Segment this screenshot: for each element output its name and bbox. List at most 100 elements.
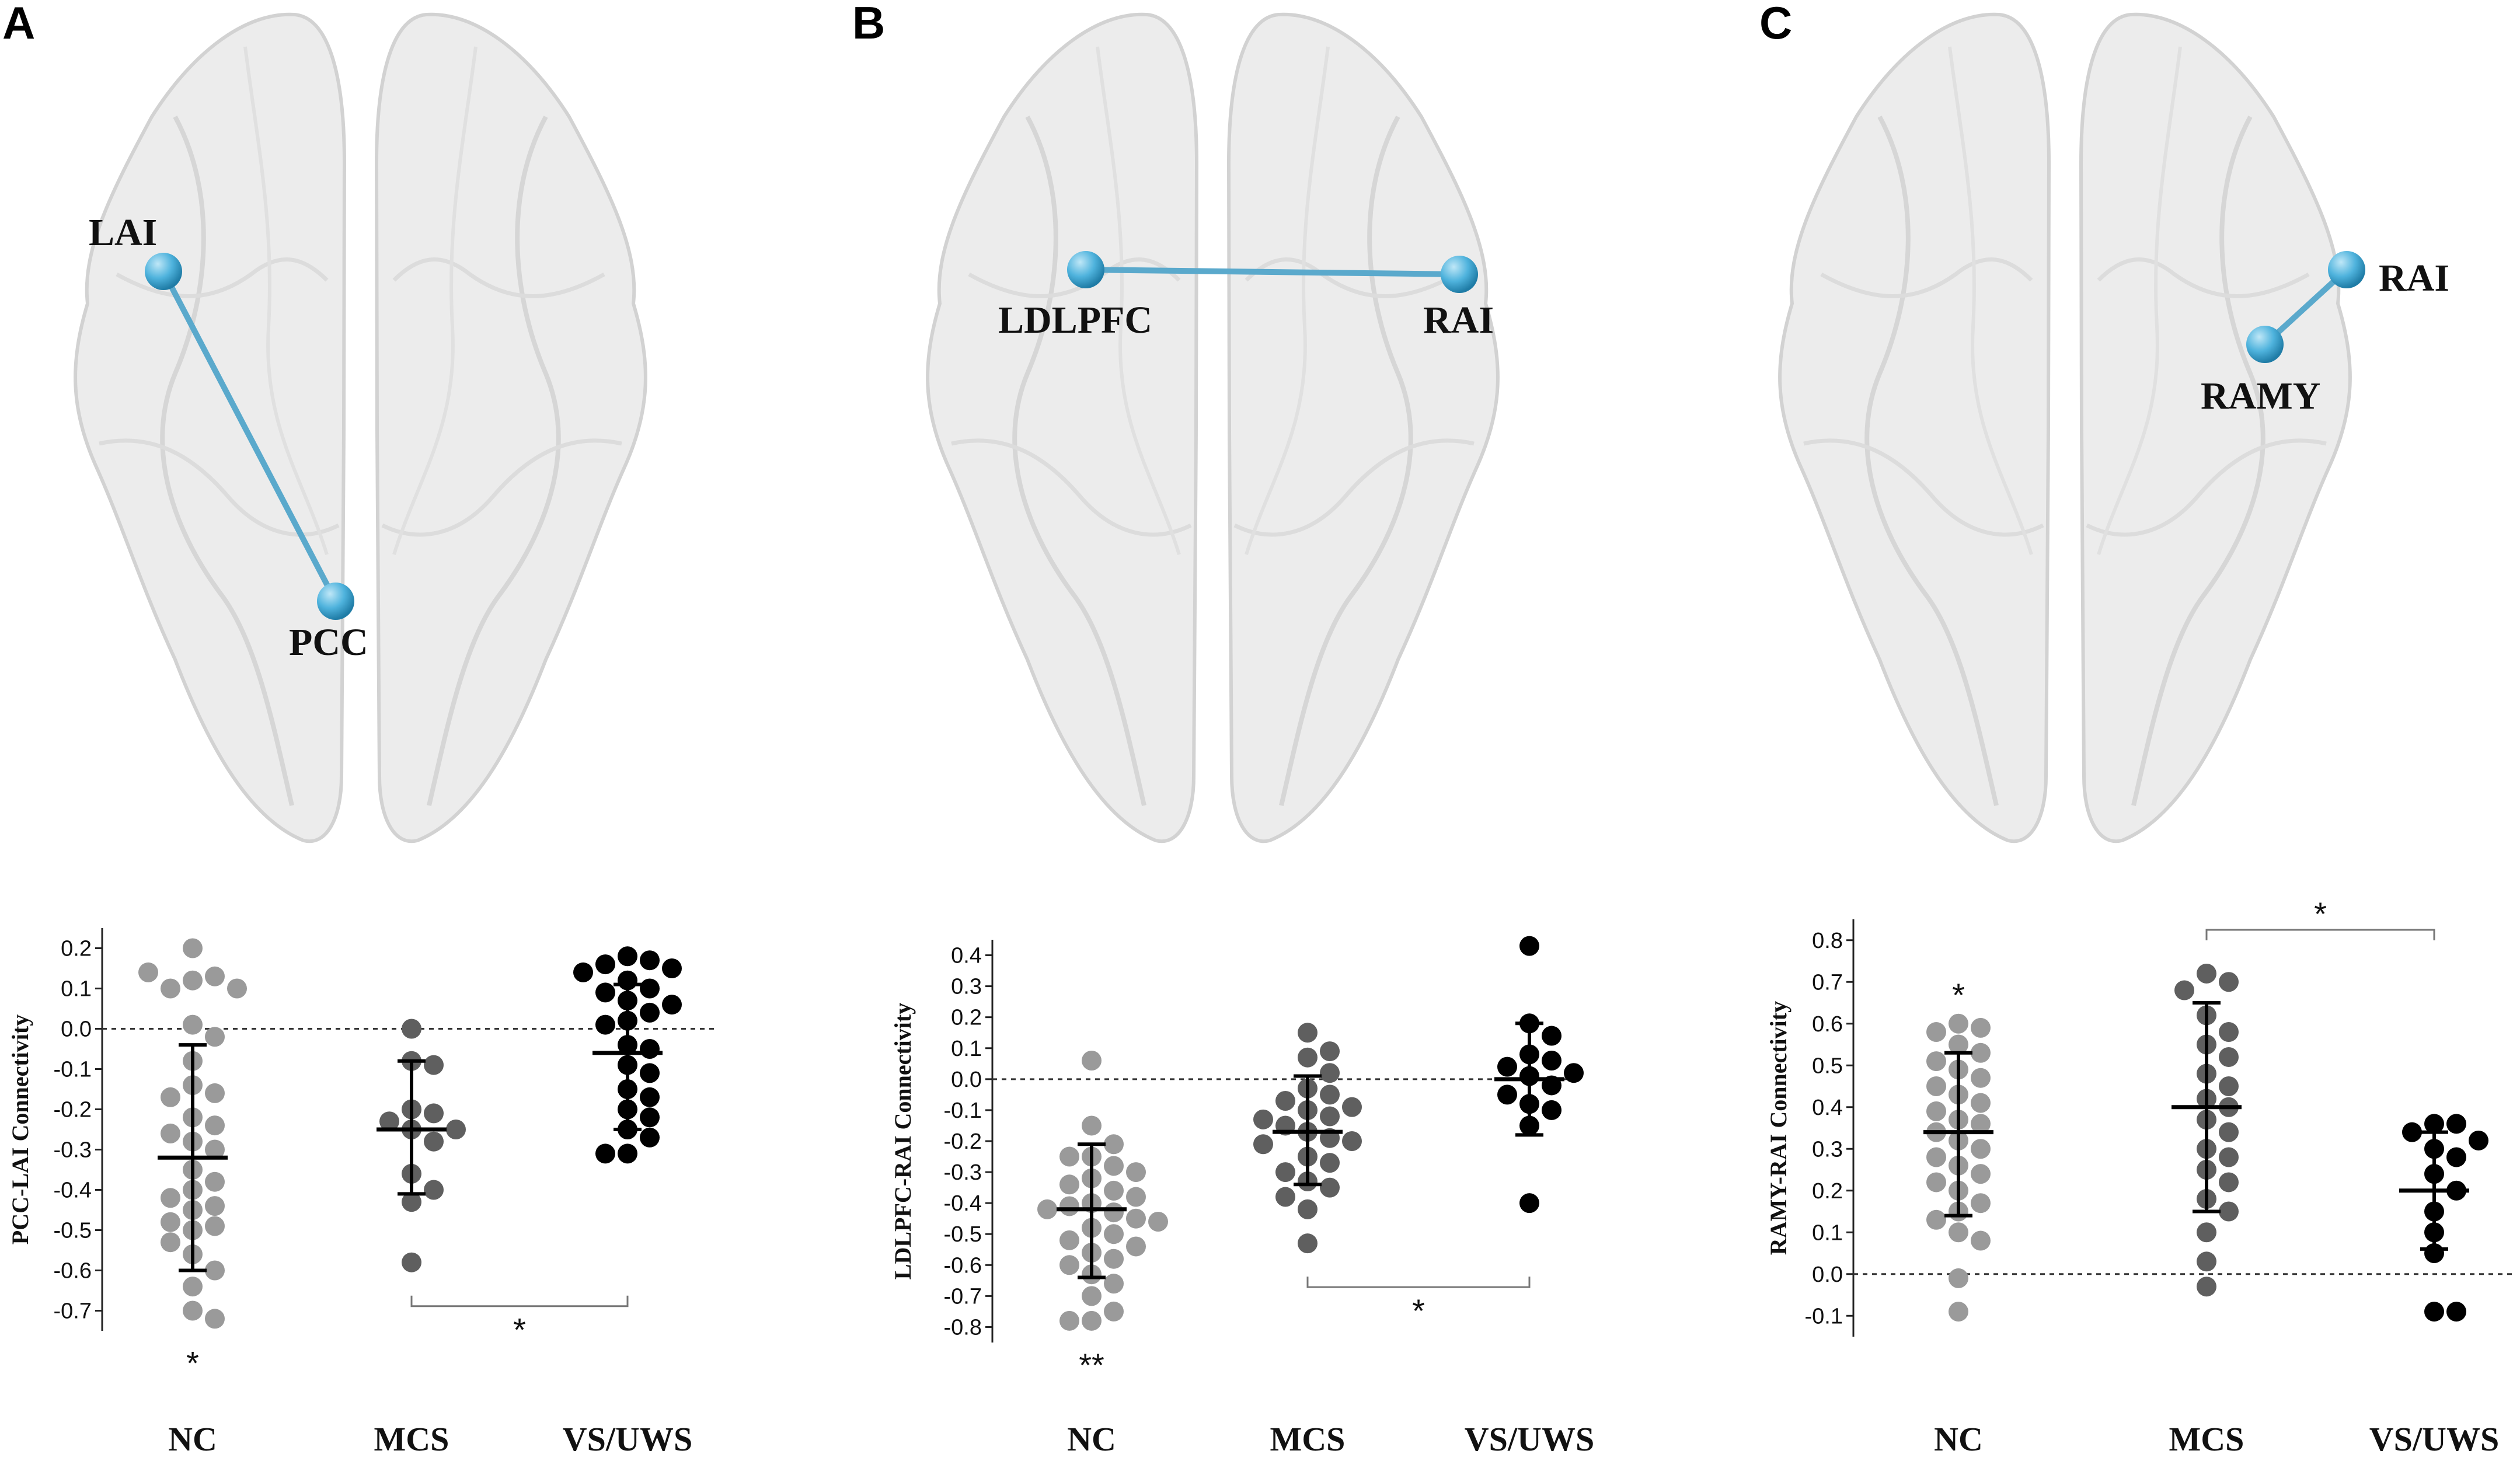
data-point [618, 946, 637, 967]
y-tick-label: -0.3 [54, 1138, 92, 1163]
y-tick-label: -0.7 [54, 1299, 92, 1324]
data-point [1298, 1233, 1317, 1254]
scatter-charts: 0.20.10.0-0.1-0.2-0.3-0.4-0.5-0.6-0.7PCC… [7, 895, 2513, 1458]
data-point [1059, 1174, 1079, 1195]
data-point [424, 1103, 444, 1124]
significance-star: * [2314, 895, 2327, 932]
series-nc [1037, 1051, 1168, 1331]
series-vs-uws [1494, 936, 1584, 1214]
y-tick-label: 0.5 [1812, 1054, 1843, 1078]
category-label: VS/UWS [2369, 1420, 2499, 1458]
y-tick-label: -0.8 [944, 1315, 982, 1340]
y-tick-label: 0.1 [61, 977, 92, 1002]
data-point [2219, 1147, 2239, 1167]
data-point [2446, 1147, 2466, 1167]
category-label: MCS [2169, 1420, 2244, 1458]
connection-edge-b [1085, 267, 1460, 277]
y-tick-label: 0.2 [951, 1006, 982, 1030]
data-point [640, 1063, 660, 1083]
roi-label-rai: RAI [2379, 257, 2449, 299]
data-point [1949, 1302, 1968, 1322]
y-tick-label: 0.2 [1812, 1179, 1843, 1204]
data-point [1059, 1146, 1079, 1167]
data-point [1971, 1139, 1991, 1159]
data-point [1059, 1255, 1079, 1275]
y-tick-label: -0.2 [54, 1098, 92, 1122]
data-point [205, 1196, 225, 1216]
data-point [1126, 1187, 1146, 1207]
data-point [161, 1232, 180, 1253]
data-point [1949, 1013, 1968, 1034]
y-tick-label: 0.4 [1812, 1096, 1843, 1120]
panel-label-b: B [852, 0, 885, 48]
data-point [227, 978, 247, 999]
data-point [2446, 1114, 2466, 1134]
data-point [446, 1120, 466, 1139]
data-point [1926, 1076, 1946, 1096]
data-point [1519, 1193, 1539, 1214]
roi-node-rai [1441, 256, 1478, 293]
significance-bracket [2205, 929, 2435, 940]
data-point [1971, 1068, 1991, 1088]
data-point [2197, 1251, 2216, 1272]
data-point [1926, 1147, 1946, 1167]
data-point [161, 1188, 180, 1208]
category-label: VS/UWS [1465, 1420, 1594, 1458]
data-point [1497, 1085, 1517, 1105]
data-point [402, 1252, 421, 1272]
data-point [1126, 1208, 1146, 1229]
data-point [618, 1143, 637, 1164]
data-point [662, 958, 682, 978]
brain-panel-b: B LDLPFC RAI [852, 0, 1500, 843]
data-point [1148, 1212, 1168, 1232]
data-point [1104, 1224, 1124, 1244]
y-axis-label: LDLPFC-RAI Connectivity [890, 1003, 916, 1279]
data-point [2219, 1076, 2239, 1096]
data-point [1320, 1106, 1340, 1127]
data-point [1926, 1172, 1946, 1192]
data-point [1126, 1236, 1146, 1257]
series-vs-uws [573, 946, 682, 1164]
data-point [2197, 1277, 2216, 1297]
data-point [2446, 1302, 2466, 1322]
data-point [2219, 972, 2239, 992]
series-mcs [377, 1019, 466, 1272]
data-point [424, 1055, 444, 1075]
data-point [640, 1107, 660, 1128]
data-point [595, 954, 615, 975]
data-point [640, 1087, 660, 1107]
brain-right-hemisphere [2079, 12, 2352, 843]
y-tick-label: -0.5 [944, 1222, 982, 1247]
data-point [1971, 1230, 1991, 1251]
data-point [1104, 1134, 1124, 1155]
data-point [1342, 1131, 1362, 1151]
data-point [183, 938, 203, 958]
y-tick-label: 0.3 [1812, 1137, 1843, 1162]
brain-panel-c: C RAI RAMY [1759, 0, 2449, 843]
data-point [1949, 1034, 1968, 1055]
roi-node-rai [2328, 251, 2365, 288]
data-point [640, 978, 660, 999]
data-point [1320, 1063, 1340, 1083]
roi-node-lai [145, 253, 182, 290]
data-point [1104, 1156, 1124, 1176]
data-point [205, 966, 225, 986]
category-label: MCS [1270, 1420, 1346, 1458]
category-label: MCS [374, 1420, 449, 1458]
panel-label-a: A [2, 0, 35, 48]
data-point [640, 1039, 660, 1059]
data-point [161, 978, 180, 999]
data-point [402, 1019, 421, 1039]
data-point [1971, 1164, 1991, 1184]
data-point [1275, 1187, 1295, 1207]
data-point [2174, 980, 2194, 1000]
roi-label-rai: RAI [1423, 299, 1494, 341]
data-point [1971, 1193, 1991, 1214]
data-point [2469, 1130, 2488, 1150]
data-point [2402, 1122, 2422, 1142]
data-point [205, 1171, 225, 1192]
data-point [2219, 1022, 2239, 1042]
y-tick-label: 0.1 [1812, 1221, 1843, 1245]
series-mcs [2172, 963, 2242, 1297]
data-point [1059, 1310, 1079, 1331]
